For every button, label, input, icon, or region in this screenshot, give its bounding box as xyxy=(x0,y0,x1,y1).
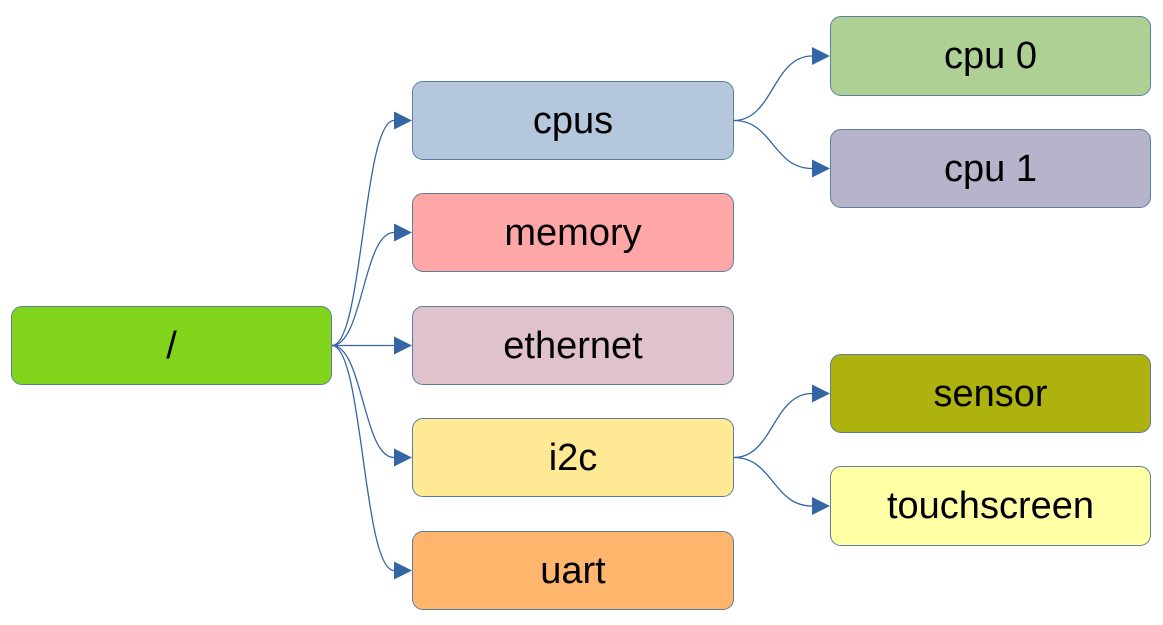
arrowhead-icon xyxy=(812,47,830,65)
node-memory: memory xyxy=(412,193,734,272)
node-touchscreen: touchscreen xyxy=(830,466,1151,546)
node-cpu0: cpu 0 xyxy=(830,16,1151,96)
edge-cpus-cpu0 xyxy=(733,55,813,122)
node-label: ethernet xyxy=(503,324,643,367)
node-label: / xyxy=(166,324,177,367)
edge-root-uart xyxy=(331,344,395,572)
node-i2c: i2c xyxy=(412,418,734,497)
node-label: cpus xyxy=(532,99,614,142)
node-label: memory xyxy=(504,211,642,254)
arrowhead-icon xyxy=(812,497,830,515)
node-label: uart xyxy=(540,549,606,592)
arrowhead-icon xyxy=(812,384,830,403)
edge-root-cpus xyxy=(331,119,395,347)
node-cpu1: cpu 1 xyxy=(830,129,1151,208)
edge-cpus-cpu1 xyxy=(733,119,813,170)
node-label: cpu 0 xyxy=(944,35,1037,77)
arrowhead-icon xyxy=(394,561,412,580)
edge-i2c-sensor xyxy=(733,392,813,459)
edge-root-i2c xyxy=(331,344,395,459)
arrowhead-icon xyxy=(394,448,412,467)
node-sensor: sensor xyxy=(830,354,1151,433)
node-label: i2c xyxy=(548,436,598,479)
node-label: sensor xyxy=(933,372,1048,415)
edge-i2c-touchscreen xyxy=(733,456,813,507)
node-root: / xyxy=(11,306,332,385)
node-uart: uart xyxy=(412,531,734,610)
arrowhead-icon xyxy=(394,111,412,130)
arrowhead-icon xyxy=(394,336,412,355)
node-cpus: cpus xyxy=(412,81,734,160)
arrowhead-icon xyxy=(394,223,412,242)
node-label: cpu 1 xyxy=(944,147,1037,190)
node-ethernet: ethernet xyxy=(412,306,734,385)
node-label: touchscreen xyxy=(886,485,1094,527)
edge-root-memory xyxy=(331,231,395,347)
arrowhead-icon xyxy=(812,159,830,178)
